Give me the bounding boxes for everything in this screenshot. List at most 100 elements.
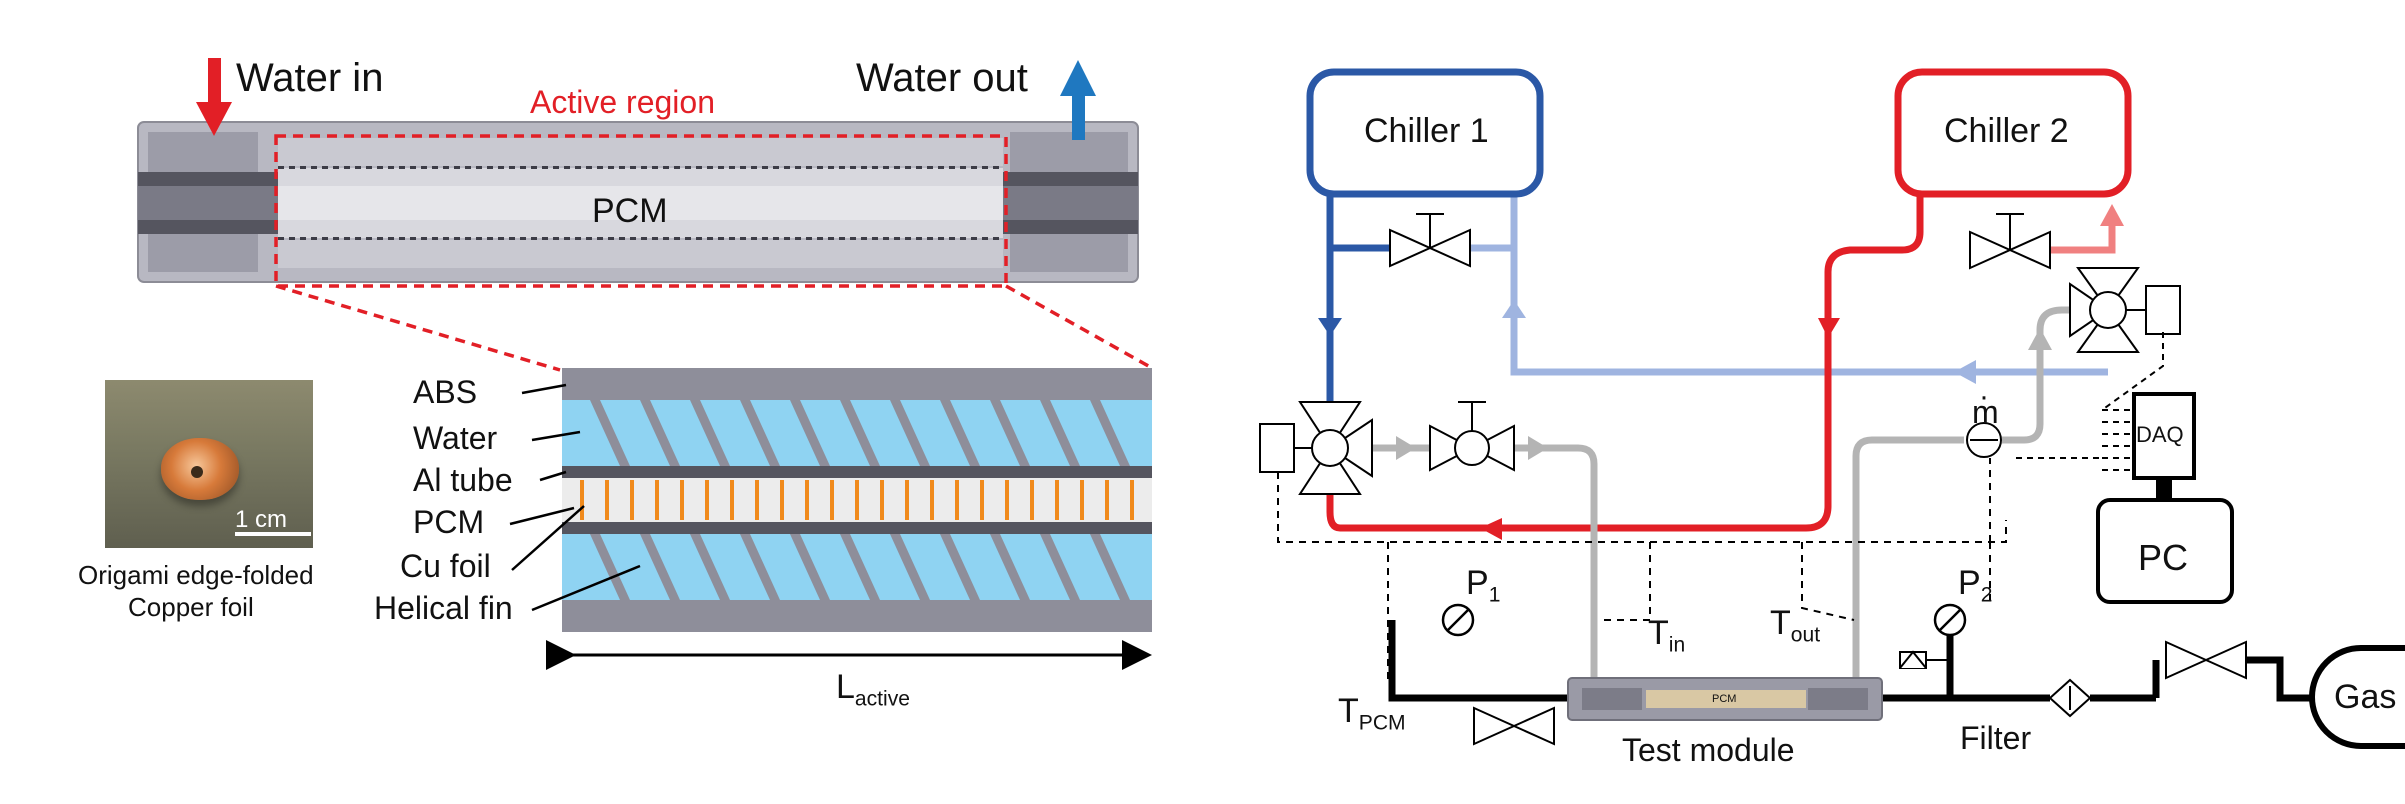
valve-drain [1473,706,1555,746]
copper-fin [605,480,609,520]
pc-box [2096,498,2234,604]
helical-fin [1040,400,1080,466]
water-out-arrow [1060,60,1096,140]
helical-fin [690,534,730,600]
copper-fin [1080,480,1084,520]
grey-arrow-3 [2028,328,2052,350]
zoom-lines [275,284,1153,372]
module-lines [1372,306,2070,680]
layer-detail-view [562,368,1152,632]
valve-gas [2165,640,2247,680]
water-in-label: Water in [236,56,384,100]
three-way-valve-right [2069,267,2181,353]
module-pcm-label: PCM [1712,693,1737,705]
layer-leader-lines [509,383,641,612]
scale-bar-label: 1 cm [235,506,288,533]
helical-fin [940,534,980,600]
copper-fin [1055,480,1059,520]
layer-label-pcm: PCM [413,504,485,540]
copper-fin [680,480,684,520]
water-out-label: Water out [856,56,1028,100]
layer-label-helical-fin: Helical fin [374,590,513,626]
copper-fin [1130,480,1134,520]
copper-fin [905,480,909,520]
helical-fin [940,400,980,466]
photo-caption-line2: Copper foil [128,592,254,622]
helical-fin [1090,400,1130,466]
helical-fin [790,534,830,600]
copper-fin [955,480,959,520]
chiller2-label: Chiller 2 [1944,112,2069,150]
helical-fin [590,534,630,600]
test-module-label: Test module [1622,732,1795,768]
copper-fin [1105,480,1109,520]
length-label: Lactive [836,668,910,711]
water-in-arrow [196,58,232,136]
helical-fin [890,534,930,600]
test-module-shape [1567,677,1883,721]
pc-label: PC [2138,537,2189,578]
active-region-box [274,134,1008,288]
helical-fin [990,400,1030,466]
tin-label: Tin [1648,614,1686,657]
chiller1-box [1306,68,1544,198]
helical-fin [740,400,780,466]
helical-fin [1090,534,1130,600]
copper-fin [855,480,859,520]
gas-cylinder-shape [2309,645,2405,749]
chiller1-label: Chiller 1 [1364,112,1489,150]
helical-fin [740,534,780,600]
helical-fin [840,534,880,600]
copper-fin [705,480,709,520]
scale-bar-line [235,532,311,536]
chiller2-box [1894,68,2132,198]
tpcm-label: TPCM [1338,692,1406,735]
gas-cylinder-label: Gas cylinder [2334,678,2405,716]
copper-fin [830,480,834,520]
valve-chiller1-bypass [1389,213,1471,268]
relief-valve [1899,650,1950,669]
copper-fin [755,480,759,520]
daq-box [2132,392,2196,480]
flowmeter [1966,422,2002,458]
pressure-sensor-p2 [1933,603,1967,637]
layer-label-water: Water [413,420,498,456]
grey-arrow-2 [1528,436,1548,460]
helical-fin [1040,534,1080,600]
pressure-sensor-p1 [1441,603,1475,637]
pcm-label: PCM [592,192,668,230]
daq-stand [2156,478,2172,500]
helical-fin [590,400,630,466]
helical-fin [990,534,1030,600]
daq-wires [2016,332,2164,471]
three-way-valve-left [1259,401,1373,495]
copper-foil-photo: 1 cm [105,380,313,548]
layer-label-cu-foil: Cu foil [400,548,491,584]
filter-label: Filter [1960,720,2032,756]
copper-fin [630,480,634,520]
copper-fin [730,480,734,520]
copper-fin [655,480,659,520]
layer-label-al-tube: Al tube [413,462,513,498]
signal-wires [1277,458,2007,680]
filter-symbol [2048,678,2092,718]
mass-flow-label: ·m [1972,380,1999,430]
gas-line [1388,620,2310,702]
copper-fin [1030,480,1034,520]
helical-fin [890,400,930,466]
daq-label: DAQ [2136,422,2184,447]
helical-fin [690,400,730,466]
valve-inlet [1429,401,1515,472]
helical-fin [640,534,680,600]
copper-fin [930,480,934,520]
copper-fin [880,480,884,520]
p2-label: P2 [1958,564,1993,607]
copper-fin [1005,480,1009,520]
copper-foil-hole [191,466,203,478]
helical-fins-bottom [590,534,1130,600]
copper-fin [780,480,784,520]
layer-label-abs: ABS [413,374,478,410]
active-region-label: Active region [530,84,715,120]
tout-label: Tout [1770,604,1821,647]
